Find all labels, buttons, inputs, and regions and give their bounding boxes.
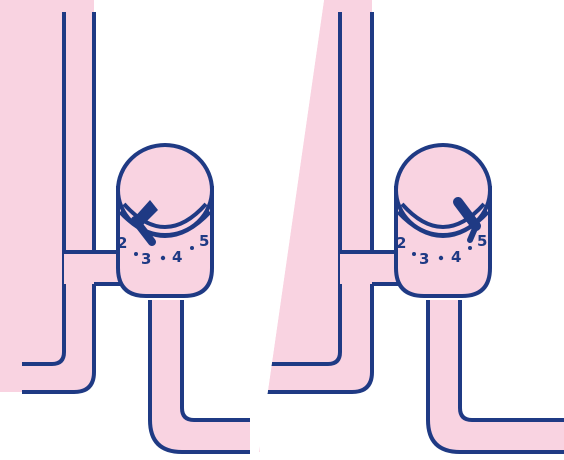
right-dial-label-4: 4	[451, 248, 461, 266]
left-dial-label-4: 4	[172, 248, 182, 266]
panel-divider-wedge	[250, 0, 324, 460]
left-dial-label-3: 3	[141, 250, 151, 268]
right-dial-label-5: 5	[477, 232, 487, 250]
right-dial-label-3: 3	[419, 250, 429, 268]
left-connector-pipe	[64, 252, 126, 284]
right-radiator-outer-line	[258, 12, 374, 394]
right-down-pipe	[428, 300, 564, 452]
left-dial-label-5: 5	[199, 232, 209, 250]
left-radiator-inner-line	[22, 12, 66, 366]
right-radiator-inner-line	[258, 12, 342, 366]
left-dial-label-2: 2	[117, 234, 127, 252]
left-valve-group: 2 3 4 5	[0, 0, 260, 454]
right-connector-pipe	[340, 252, 404, 284]
left-radiator-outer-line	[22, 12, 96, 394]
left-down-pipe	[150, 300, 260, 452]
left-radiator-body	[0, 0, 94, 392]
right-dial-label-2: 2	[396, 234, 406, 252]
